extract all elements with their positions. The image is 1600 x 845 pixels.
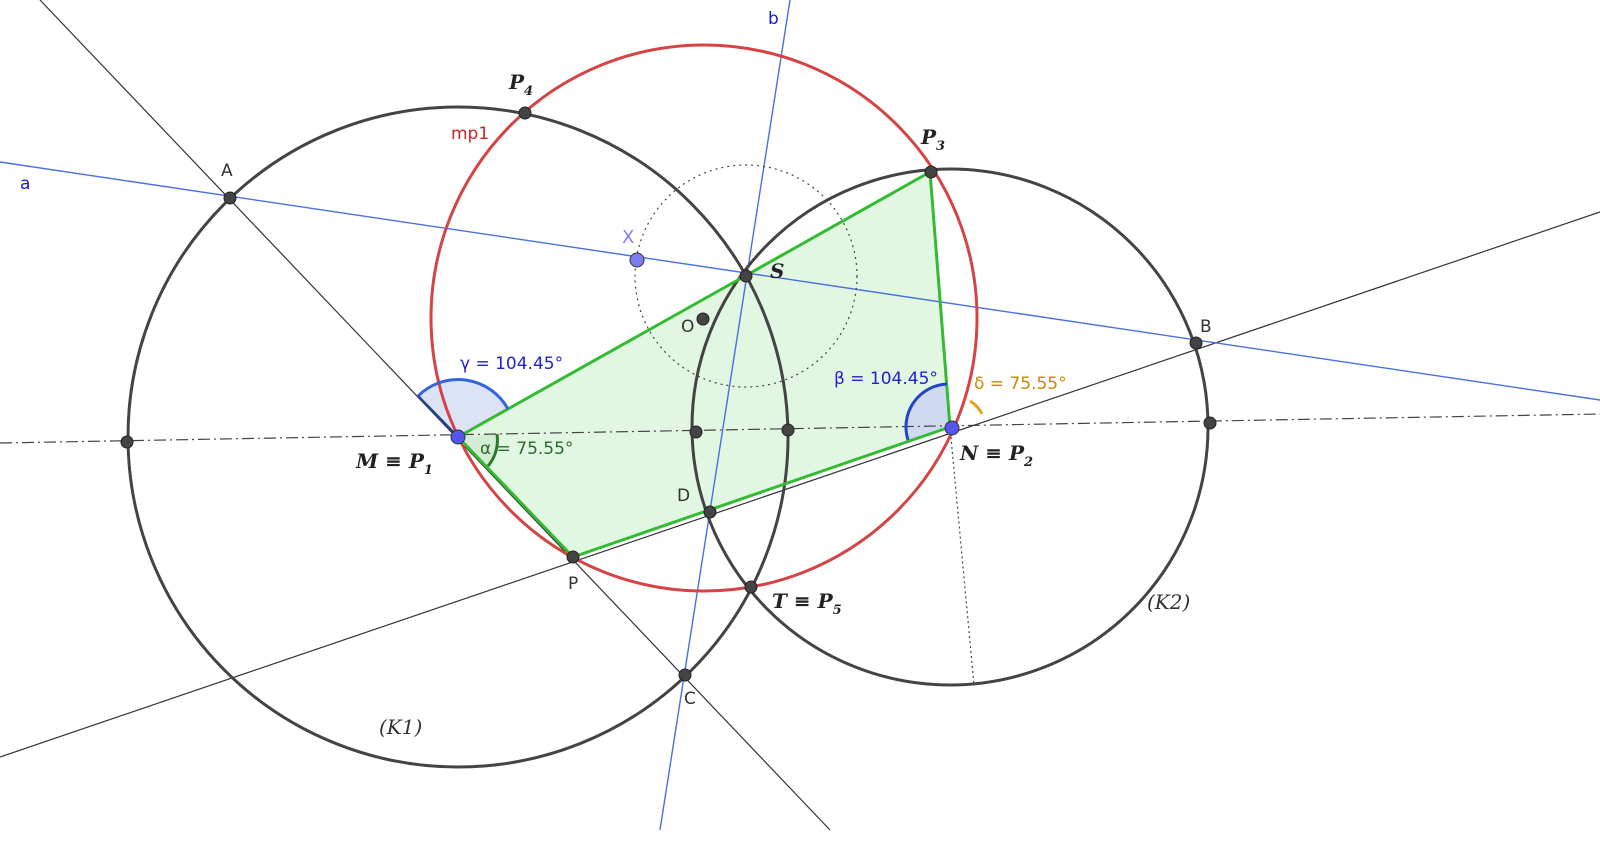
point-D[interactable] bbox=[703, 505, 717, 519]
label-delta: δ = 75.55° bbox=[974, 374, 1067, 394]
label-K2: (K2) bbox=[1147, 590, 1190, 614]
label-O: O bbox=[681, 317, 694, 337]
point-P4[interactable] bbox=[518, 106, 532, 120]
beta-angle-fill bbox=[905, 384, 950, 440]
point-k2-right[interactable] bbox=[1203, 416, 1217, 430]
label-A: A bbox=[221, 161, 233, 181]
label-D: D bbox=[677, 486, 690, 506]
label-P3: P3 bbox=[920, 125, 945, 154]
label-S: S bbox=[770, 259, 784, 283]
point-C[interactable] bbox=[678, 668, 692, 682]
label-B: B bbox=[1200, 317, 1212, 337]
point-M[interactable] bbox=[450, 429, 466, 445]
label-mp1: mp1 bbox=[451, 124, 489, 144]
point-k1-right[interactable] bbox=[781, 423, 795, 437]
circle-mp1 bbox=[429, 43, 979, 593]
point-X[interactable] bbox=[629, 252, 645, 268]
label-P4: P4 bbox=[508, 70, 533, 99]
label-gamma: γ = 104.45° bbox=[460, 354, 563, 374]
axis-line-mn bbox=[0, 413, 1600, 444]
line-b bbox=[659, 0, 791, 831]
point-k1-left[interactable] bbox=[120, 435, 134, 449]
label-line-a: a bbox=[20, 174, 30, 194]
line-through-B bbox=[0, 211, 1600, 758]
point-k2-left[interactable] bbox=[689, 425, 703, 439]
label-K1: (K1) bbox=[379, 715, 422, 739]
point-T[interactable] bbox=[744, 580, 758, 594]
label-N: N ≡ P2 bbox=[959, 441, 1033, 470]
point-P3[interactable] bbox=[924, 165, 938, 179]
point-N[interactable] bbox=[944, 420, 960, 436]
label-alpha: α = 75.55° bbox=[480, 439, 573, 459]
line-a bbox=[0, 161, 1600, 401]
label-C: C bbox=[684, 689, 696, 709]
label-beta: β = 104.45° bbox=[834, 369, 938, 389]
gamma-angle-arc bbox=[416, 378, 510, 410]
label-line-b: b bbox=[768, 9, 779, 29]
alpha-angle-fill bbox=[458, 434, 498, 466]
dotted-circle-o bbox=[634, 164, 858, 388]
alpha-angle-arc bbox=[486, 433, 499, 467]
beta-angle-arc bbox=[904, 382, 948, 441]
point-B[interactable] bbox=[1189, 336, 1203, 350]
points bbox=[120, 106, 1217, 682]
dotted-line-n bbox=[949, 426, 975, 686]
quadrilateral-edges bbox=[456, 169, 952, 559]
label-P: P bbox=[568, 574, 578, 594]
label-T: T ≡ P5 bbox=[772, 589, 842, 618]
gamma-angle-ray bbox=[417, 395, 459, 438]
point-O[interactable] bbox=[696, 312, 710, 326]
label-M: M ≡ P1 bbox=[355, 449, 433, 478]
quadrilateral-fill bbox=[458, 172, 950, 557]
point-A[interactable] bbox=[223, 191, 237, 205]
delta-angle-arc bbox=[969, 399, 984, 415]
label-X: X bbox=[622, 227, 634, 248]
point-S[interactable] bbox=[739, 269, 753, 283]
point-P[interactable] bbox=[566, 550, 580, 564]
